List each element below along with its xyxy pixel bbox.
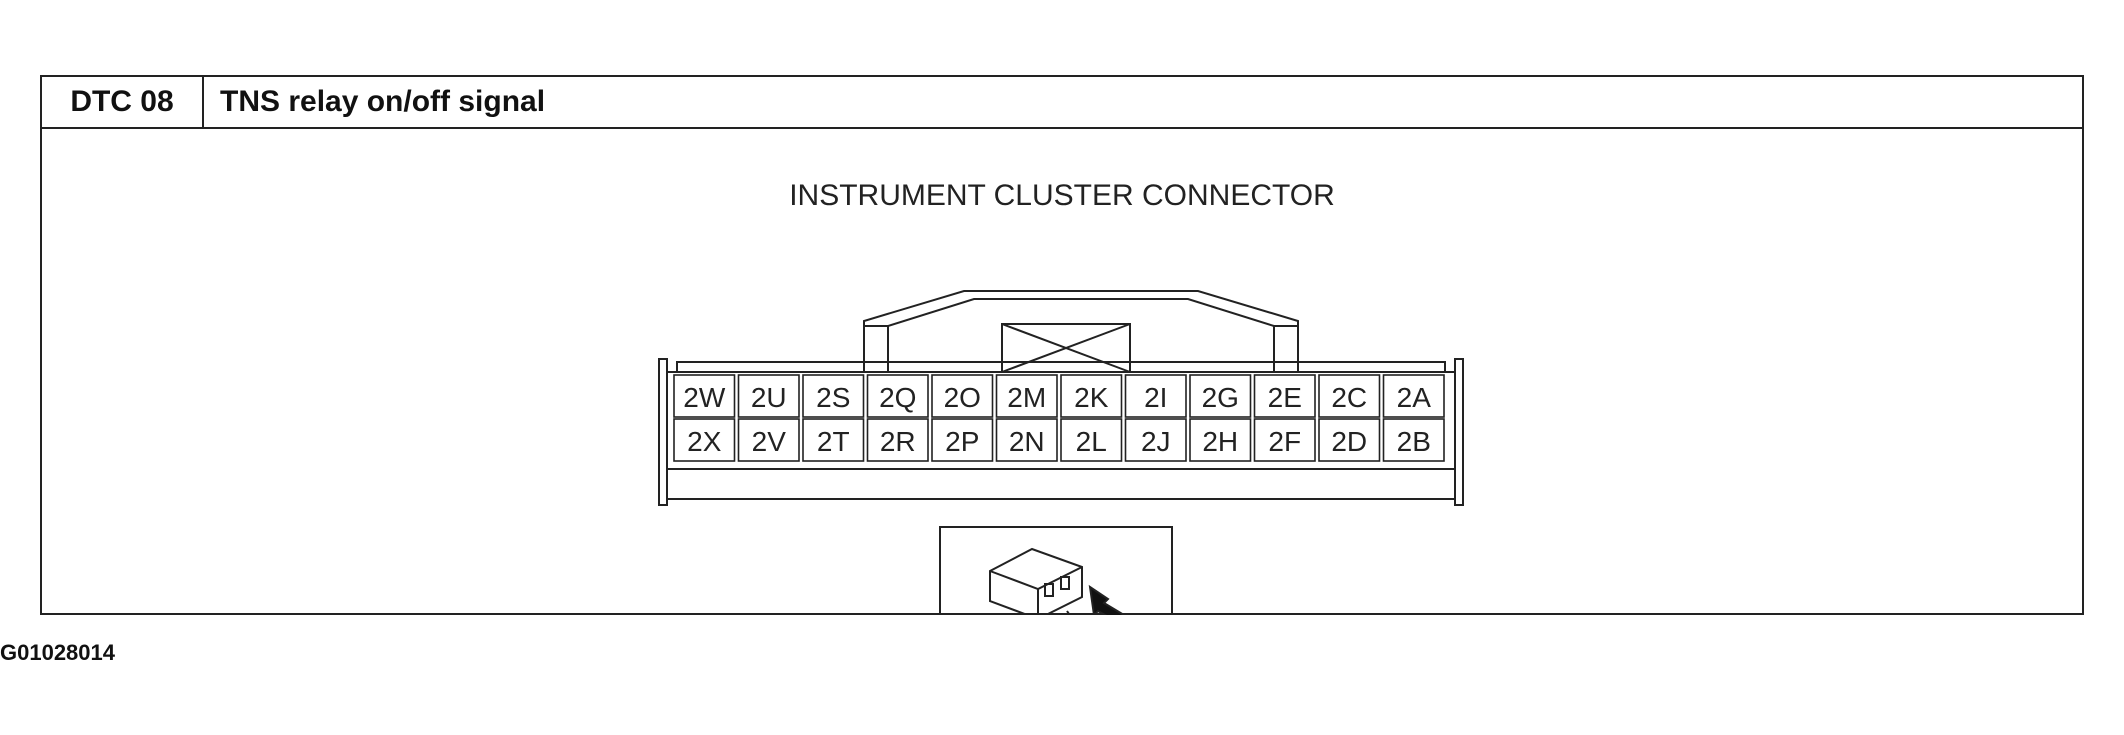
pin-label: 2I: [1144, 382, 1167, 413]
pin-label: 2X: [687, 426, 722, 457]
pin-label: 2H: [1202, 426, 1238, 457]
dtc-panel: DTC 08 TNS relay on/off signal INSTRUMEN…: [40, 75, 2084, 615]
pin-cell: [995, 374, 1058, 418]
dtc-title: TNS relay on/off signal: [220, 85, 546, 118]
connector-probe-icon: [939, 526, 1173, 615]
pin-label: 2N: [1009, 426, 1045, 457]
pin-label: 2K: [1074, 382, 1109, 413]
pin-cell: [1253, 374, 1316, 418]
connector-diagram: INSTRUMENT CLUSTER CONNECTOR: [658, 179, 1464, 615]
pin-label: 2S: [816, 382, 850, 413]
pin-label: 2A: [1397, 382, 1432, 413]
pin-label: 2W: [683, 382, 726, 413]
pin-grid: 2W 2U 2S 2Q 2O 2M 2K 2I 2G 2E 2C 2A 2X 2V 2T 2R 2P 2N 2L 2J…: [673, 374, 1445, 462]
pin-cell: [1318, 374, 1381, 418]
pin-label: 2Q: [879, 382, 916, 413]
pin-label: 2G: [1202, 382, 1239, 413]
pin-cell: [866, 418, 929, 462]
pin-label: 2C: [1331, 382, 1367, 413]
pin-cell: [1124, 374, 1187, 418]
pin-cell: [1253, 418, 1316, 462]
pin-label: 2B: [1397, 426, 1431, 457]
pin-label: 2M: [1007, 382, 1046, 413]
figure-code: G01028014: [0, 640, 115, 665]
pin-label: 2J: [1141, 426, 1171, 457]
dtc-code: DTC 08: [42, 77, 204, 127]
pin-cell: [1382, 374, 1445, 418]
pin-cell: [1189, 418, 1252, 462]
pin-cell: [1124, 418, 1187, 462]
pin-label: 2T: [817, 426, 850, 457]
pin-cell: [1318, 418, 1381, 462]
pin-cell: [1060, 418, 1123, 462]
pin-cell: [1060, 374, 1123, 418]
pin-cell: [673, 418, 736, 462]
pin-label: 2R: [880, 426, 916, 457]
pin-label: 2O: [944, 382, 981, 413]
connector-label: INSTRUMENT CLUSTER CONNECTOR: [789, 179, 1335, 212]
pin-cell: [673, 374, 736, 418]
pin-label: 2E: [1268, 382, 1302, 413]
pin-cell: [737, 418, 800, 462]
pin-cell: [995, 418, 1058, 462]
pin-label: 2D: [1331, 426, 1367, 457]
diagram-area: INSTRUMENT CLUSTER CONNECTOR: [42, 129, 2082, 615]
pin-cell: [737, 374, 800, 418]
pin-cell: [931, 418, 994, 462]
dtc-header: DTC 08 TNS relay on/off signal: [42, 77, 2082, 129]
pin-label: 2V: [752, 426, 787, 457]
pin-label: 2F: [1268, 426, 1301, 457]
pin-cell: [1382, 418, 1445, 462]
pin-label: 2U: [751, 382, 787, 413]
pin-cell: [802, 418, 865, 462]
pin-cell: [866, 374, 929, 418]
connector-housing: [658, 290, 1464, 506]
pin-label: 2L: [1076, 426, 1107, 457]
pin-cell: [1189, 374, 1252, 418]
pin-label: 2P: [945, 426, 979, 457]
pin-cell: [802, 374, 865, 418]
pin-cell: [931, 374, 994, 418]
